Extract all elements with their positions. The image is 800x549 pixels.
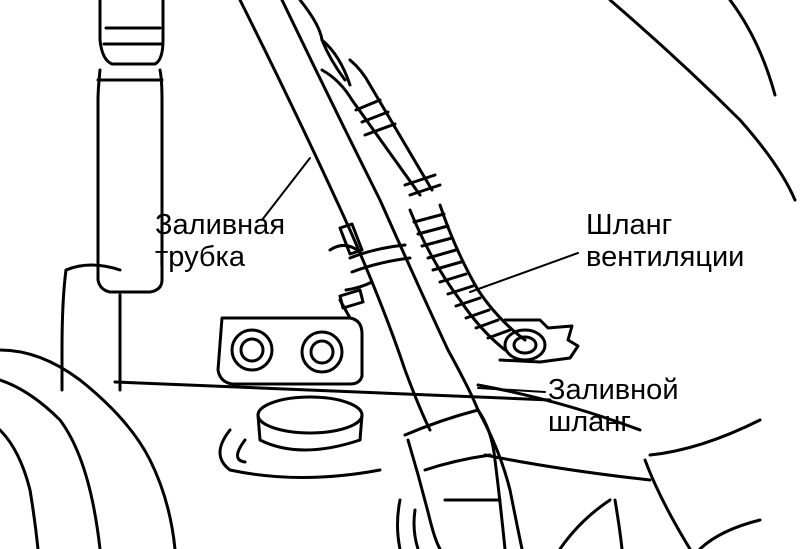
left-body-panel — [0, 348, 552, 549]
label-vent-hose-line2: вентиляции — [586, 241, 745, 273]
label-fill-hose-line1: Заливной — [548, 374, 679, 406]
vent-fitting — [498, 318, 580, 364]
vent-tube — [320, 58, 442, 197]
filler-hose — [403, 408, 524, 549]
bracket-plate — [216, 298, 364, 386]
label-vent-hose: Шланг вентиляции — [586, 209, 744, 273]
label-vent-hose-line1: Шланг — [586, 209, 673, 241]
right-body-panel — [396, 0, 797, 549]
grommet — [218, 395, 382, 479]
label-fill-pipe-line2: трубка — [155, 241, 245, 273]
label-fill-hose: Заливной шланг — [548, 374, 679, 438]
label-fill-pipe: Заливная трубка — [155, 209, 285, 273]
label-fill-pipe-line1: Заливная — [155, 209, 286, 241]
gas-strut — [60, 0, 165, 392]
leader-lines — [261, 157, 579, 393]
hose-clamp — [328, 222, 412, 310]
label-fill-hose-line2: шланг — [548, 406, 631, 438]
